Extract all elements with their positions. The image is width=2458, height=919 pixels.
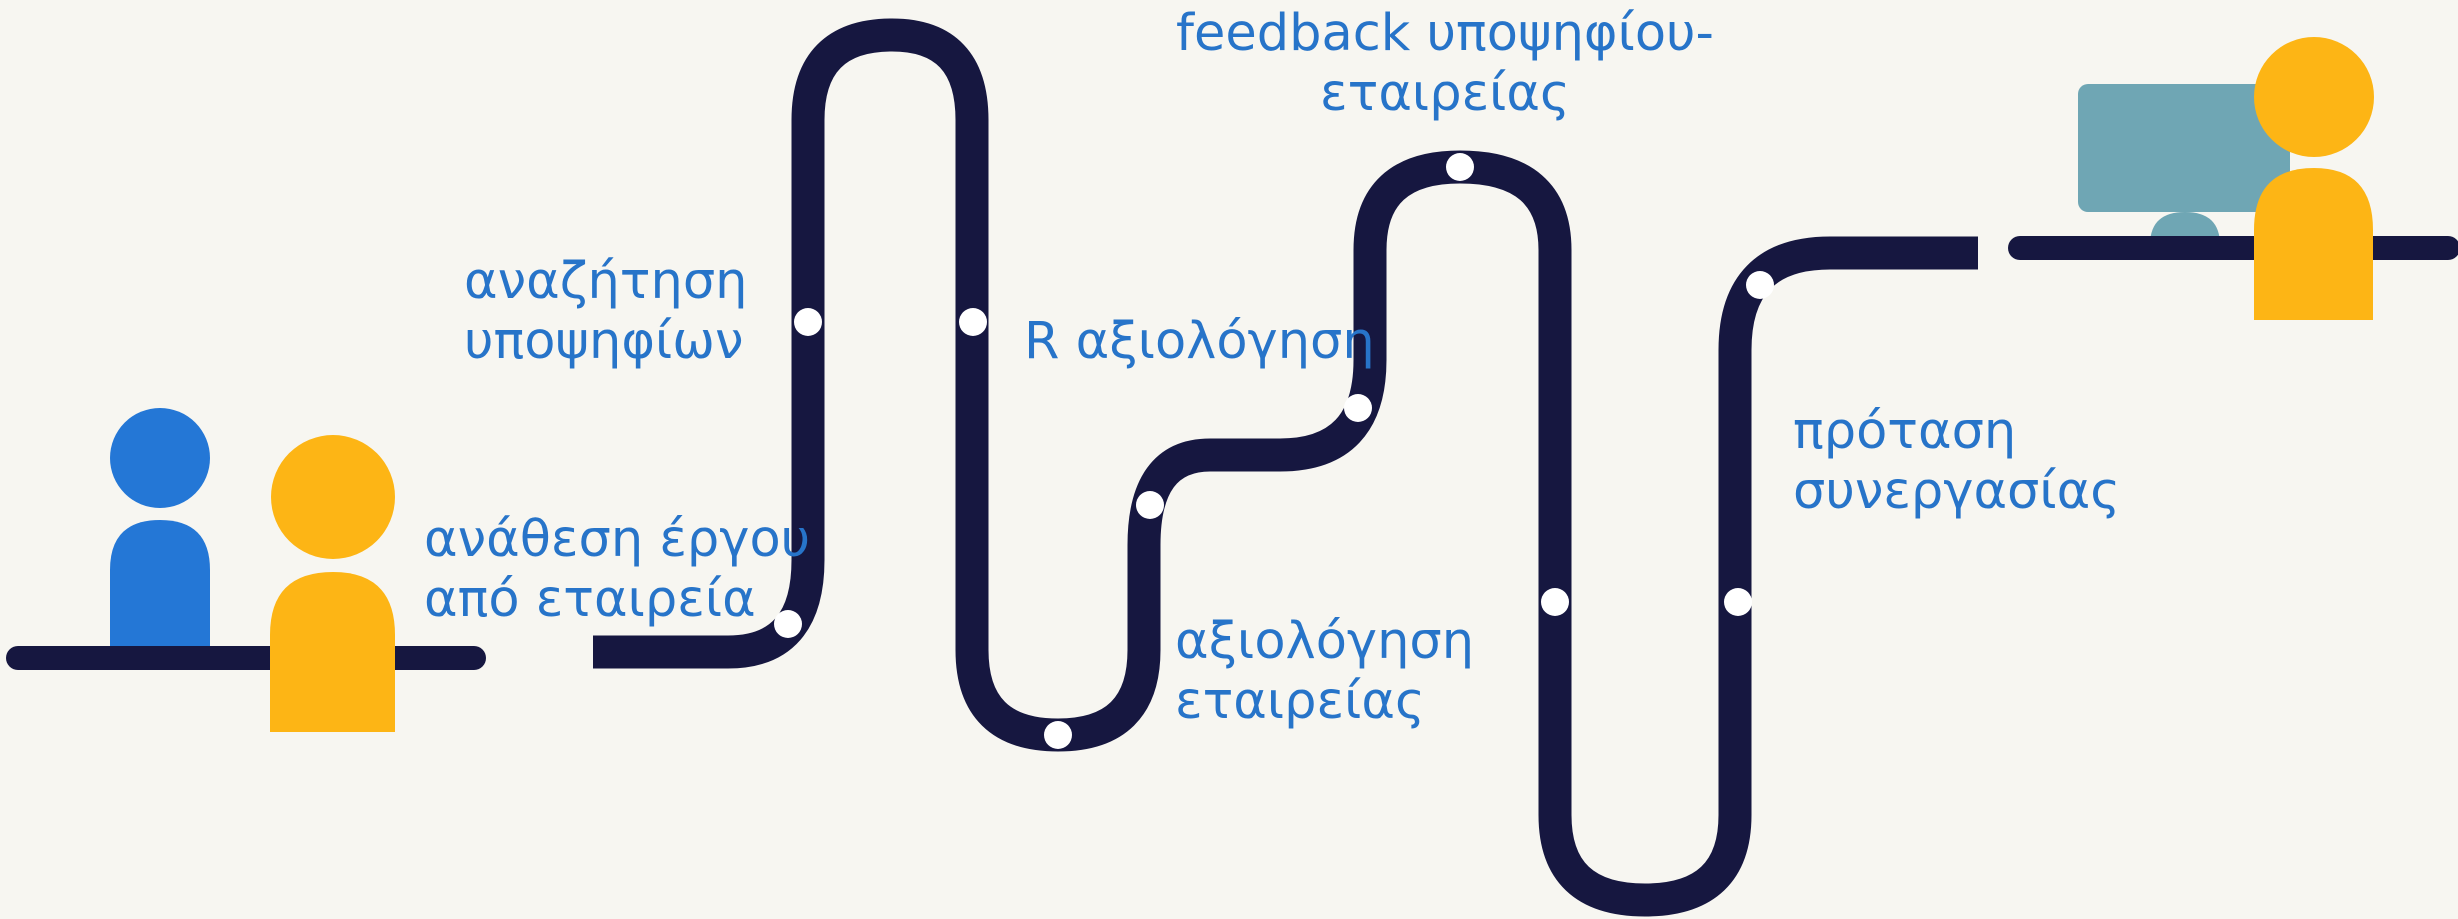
step-label-assignment: ανάθεση έργου από εταιρεία (424, 510, 810, 630)
milestone-dot (959, 308, 987, 336)
milestone-dot (1344, 394, 1372, 422)
step-label-line: αναζήτηση (464, 252, 748, 311)
step-label-line: R αξιολόγηση (1024, 312, 1375, 371)
step-label-line: αξιολόγηση (1175, 612, 1475, 671)
step-label-company-evaluation: αξιολόγηση εταιρείας (1175, 612, 1474, 732)
step-label-line: από εταιρεία (424, 570, 756, 629)
milestone-dot (774, 610, 802, 638)
yellow-person-icon (2254, 37, 2374, 320)
step-label-line: συνεργασίας (1793, 462, 2121, 521)
milestone-dot (1724, 588, 1752, 616)
step-label-search: αναζήτηση υποψηφίων (464, 252, 748, 372)
milestone-dot (1044, 721, 1072, 749)
blue-person-icon (110, 408, 210, 650)
step-label-feedback: feedback υποψηφίου- εταιρείας (1150, 4, 1740, 124)
step-label-line: ανάθεση έργου (424, 510, 811, 569)
step-label-proposal: πρόταση συνεργασίας (1793, 402, 2120, 522)
milestone-dot (1541, 588, 1569, 616)
step-label-line: εταιρείας (1175, 672, 1425, 731)
start-group (6, 408, 486, 732)
milestone-dot (794, 308, 822, 336)
milestone-dot (1446, 153, 1474, 181)
milestone-dot (1746, 271, 1774, 299)
step-label-line: πρόταση (1793, 402, 2017, 461)
end-group (2008, 37, 2458, 320)
step-label-line: υποψηφίων (464, 312, 744, 371)
step-label-r-evaluation: R αξιολόγηση (1024, 312, 1375, 372)
yellow-person-icon (270, 435, 395, 732)
step-label-line: εταιρείας (1320, 64, 1570, 123)
step-label-line: feedback υποψηφίου- (1176, 4, 1714, 63)
milestone-dot (1136, 491, 1164, 519)
milestone-dots (774, 153, 1774, 749)
process-path (593, 18, 1978, 917)
